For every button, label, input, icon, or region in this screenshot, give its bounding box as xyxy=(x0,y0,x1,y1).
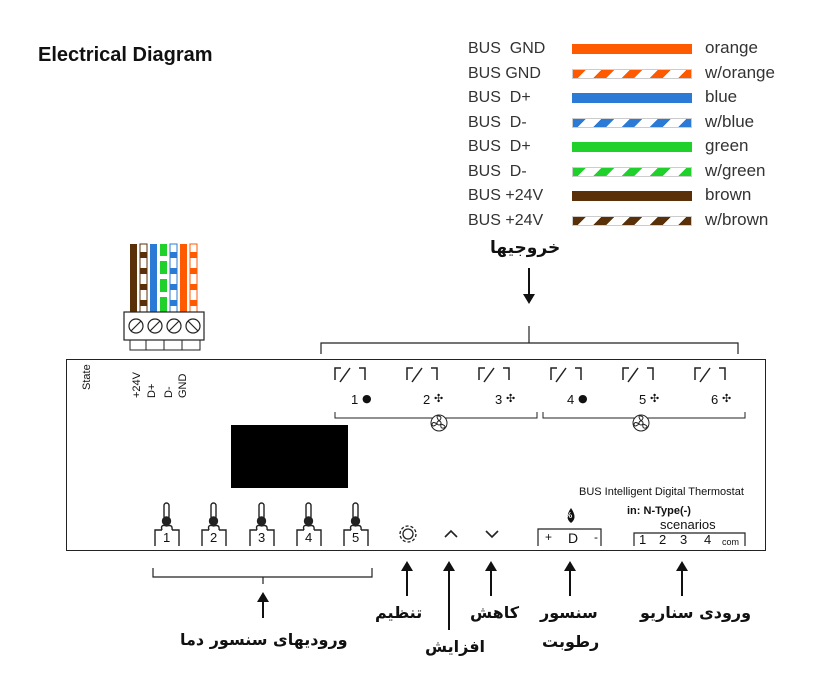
thermometer-icon xyxy=(343,502,369,546)
legend-color-name: w/orange xyxy=(705,62,775,82)
drop-icon: ● xyxy=(362,392,372,405)
increase-label: افزایش xyxy=(425,637,486,656)
temp-sensor-inputs-label: ورودیهای سنسور دما xyxy=(180,630,348,649)
scenario-number: 2 xyxy=(659,532,667,547)
down-chevron-icon xyxy=(485,530,499,539)
legend-label: BUS GND xyxy=(468,40,546,57)
wire-swatch xyxy=(572,142,692,152)
scenario-number: 4 xyxy=(704,532,712,547)
fan-icon xyxy=(430,414,448,432)
humidity-sensor-label-2: رطوبت xyxy=(542,632,600,651)
relay-number: 2 xyxy=(423,392,431,407)
relay-contact xyxy=(622,367,654,383)
relay-contact xyxy=(694,367,726,383)
gear-icon xyxy=(399,525,417,543)
legend-color-name: w/blue xyxy=(705,111,755,131)
humidity-drop-icon xyxy=(567,508,575,523)
relay-contact xyxy=(478,367,510,383)
thermometer-icon xyxy=(296,502,322,546)
legend-color-name: green xyxy=(705,136,749,155)
legend-color-name: w/brown xyxy=(705,209,769,229)
drop-icon: ● xyxy=(578,392,588,405)
humidity-terminal: - xyxy=(594,530,598,544)
fan-icon: ✣ xyxy=(506,392,516,405)
relay-number: 5 xyxy=(639,392,647,407)
legend-label: BUS D+ xyxy=(468,138,531,155)
scenario-number: 3 xyxy=(680,532,688,547)
scenario-inputs-label: ورودی سناریو xyxy=(640,603,752,622)
relay-number: 6 xyxy=(711,392,719,407)
com-label: com xyxy=(722,537,740,547)
diagram-title: Electrical Diagram xyxy=(38,44,213,66)
relay-number: 4 xyxy=(567,392,575,407)
sensor-number: 3 xyxy=(258,530,266,545)
legend-label: BUS D- xyxy=(468,162,527,180)
humidity-percent: % xyxy=(565,511,573,520)
wire-swatch xyxy=(572,68,692,79)
lcd-display xyxy=(231,425,348,488)
fan-icon: ✣ xyxy=(650,392,660,405)
legend-color-name: w/green xyxy=(705,160,766,180)
thermometer-icon xyxy=(154,502,180,546)
legend-color-name: blue xyxy=(705,87,738,106)
decrease-label: کاهش xyxy=(470,603,520,622)
legend-label: BUS D- xyxy=(468,113,527,131)
relay-contact xyxy=(550,367,582,383)
sensor-number: 5 xyxy=(352,530,360,545)
product-name: BUS Intelligent Digital Thermostat xyxy=(579,486,744,498)
thermometer-icon xyxy=(249,502,275,546)
relay-contact xyxy=(406,367,438,383)
legend-label: BUS GND xyxy=(468,64,541,82)
legend-label: BUS +24V xyxy=(468,187,544,204)
legend-label: BUS +24V xyxy=(468,211,544,229)
sensor-number: 2 xyxy=(210,530,218,545)
scenarios-label: scenarios xyxy=(660,517,716,532)
humidity-sensor-label-1: سنسور xyxy=(540,603,598,622)
fan-icon xyxy=(632,414,650,432)
relay-number: 3 xyxy=(495,392,503,407)
sensor-number: 4 xyxy=(305,530,313,545)
wire-swatch xyxy=(572,166,692,177)
humidity-terminal: + xyxy=(545,530,553,544)
up-chevron-icon xyxy=(444,529,458,538)
relay-number: 1 xyxy=(351,392,359,407)
wire-swatch xyxy=(572,191,692,201)
relay-outputs xyxy=(154,367,746,546)
fan-icon: ✣ xyxy=(434,392,444,405)
humidity-terminal: D xyxy=(568,530,579,546)
wire-swatch xyxy=(572,215,692,226)
outputs-label: خروجیها xyxy=(490,238,561,258)
legend-color-name: brown xyxy=(705,185,752,204)
relay-contact xyxy=(334,367,366,383)
wire-swatch xyxy=(572,93,692,103)
fan-icon: ✣ xyxy=(722,392,732,405)
wire-swatch xyxy=(572,117,692,128)
input-type: in: N-Type(-) xyxy=(627,505,691,517)
legend-label: BUS D+ xyxy=(468,89,531,106)
settings-label: تنظیم xyxy=(375,603,423,622)
thermometer-icon xyxy=(201,502,227,546)
legend-color-name: orange xyxy=(705,38,758,57)
scenario-number: 1 xyxy=(639,532,647,547)
sensor-number: 1 xyxy=(163,530,171,545)
wire-swatch xyxy=(572,44,692,54)
